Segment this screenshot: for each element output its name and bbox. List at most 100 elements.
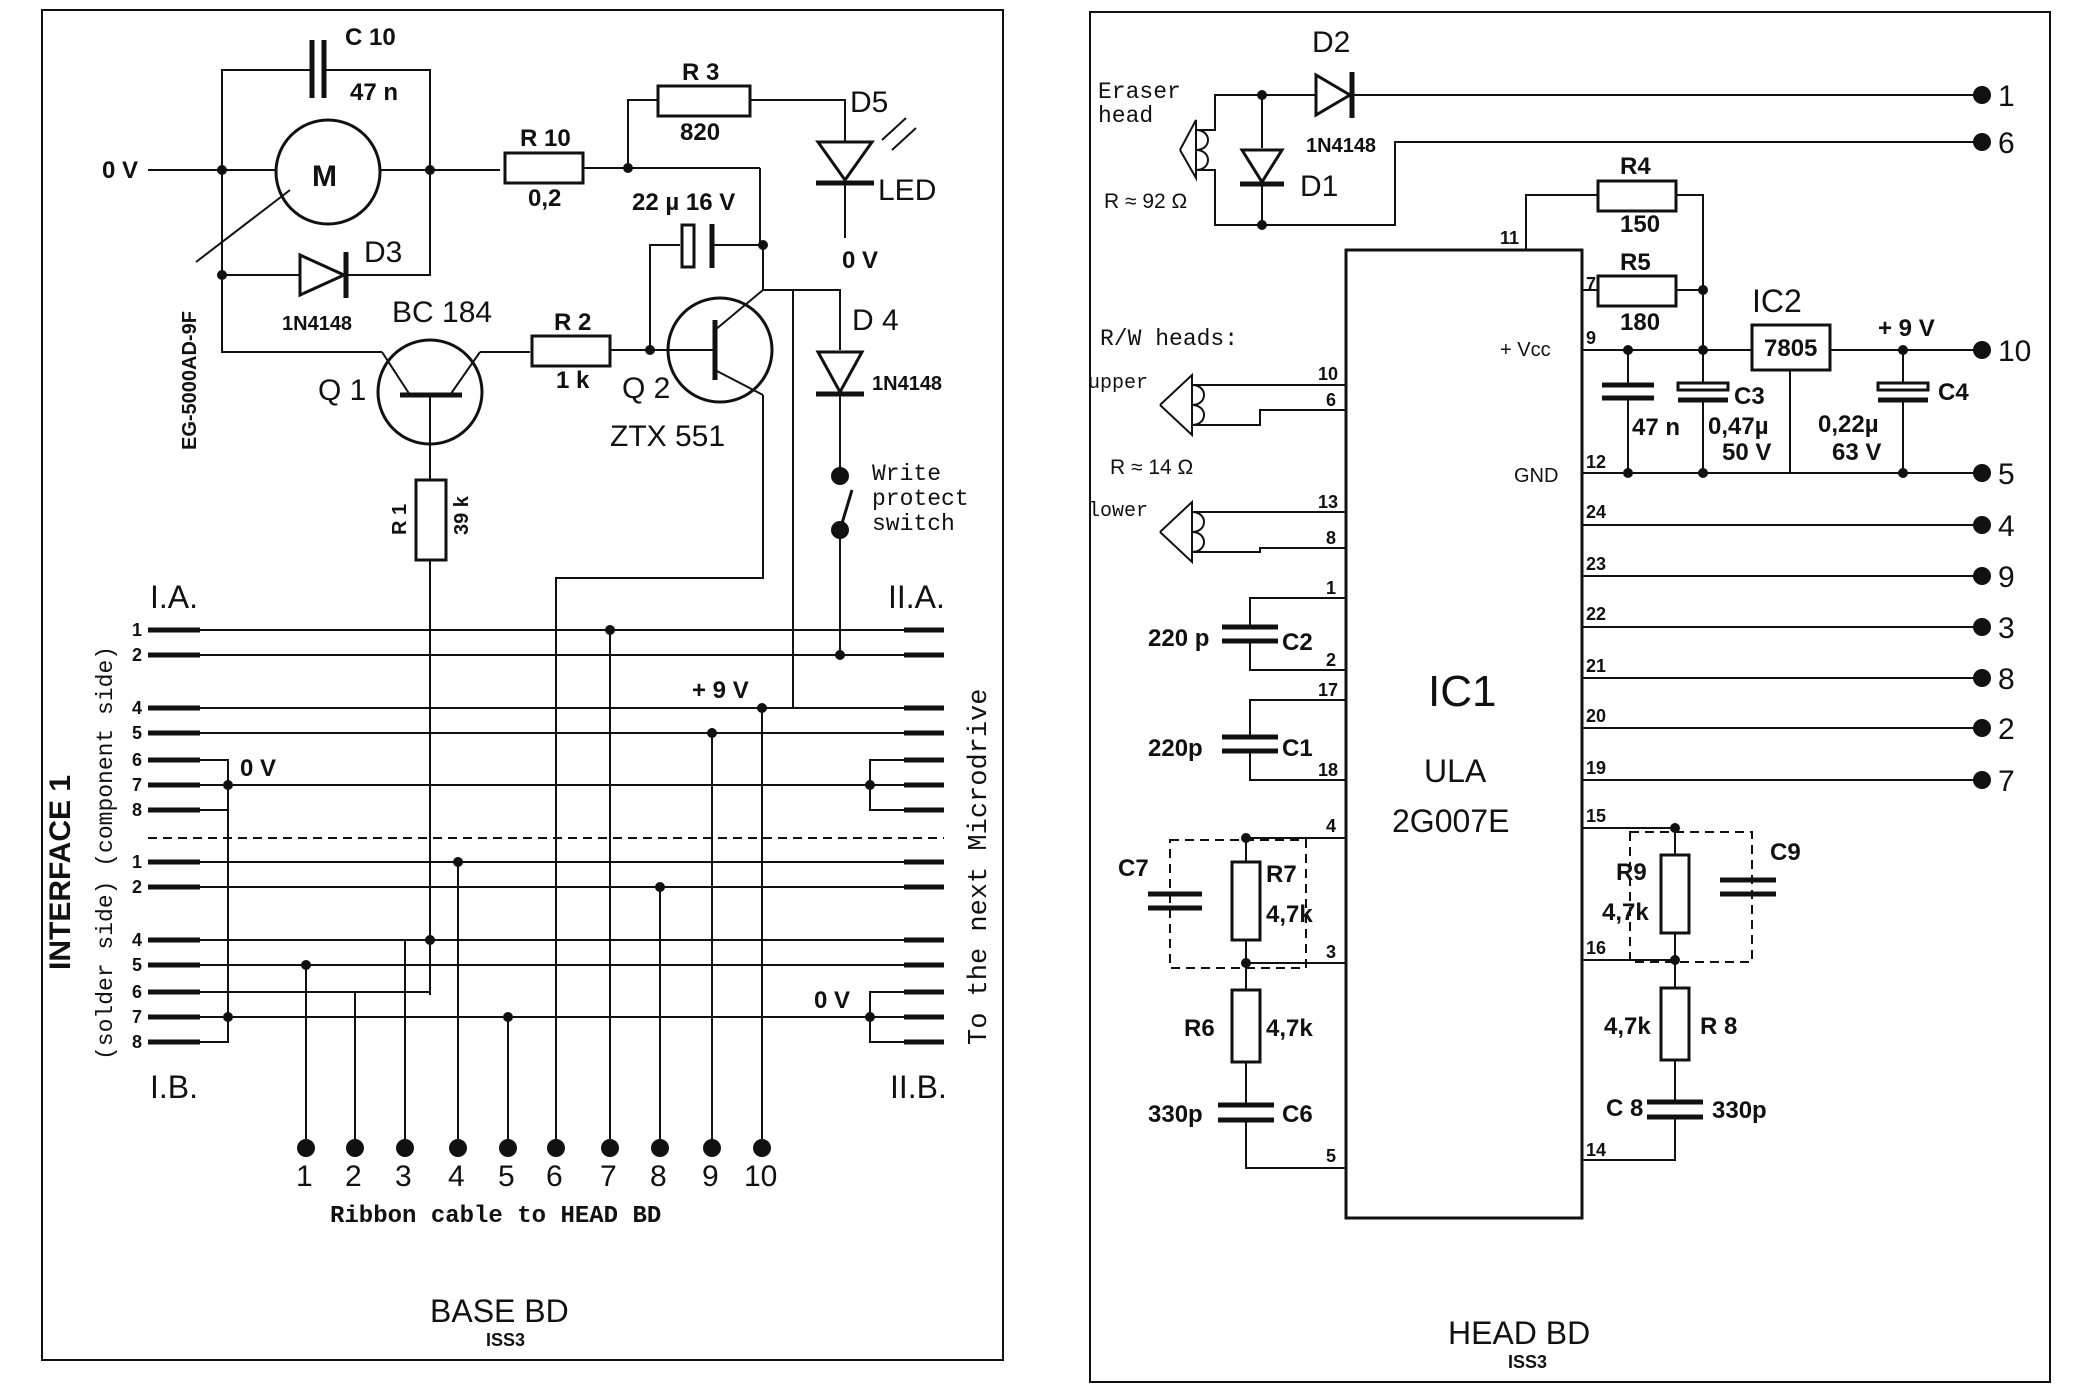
- ic1-pin-24: 24: [1586, 502, 1606, 522]
- terminal-10: 10: [1998, 335, 2031, 368]
- edge-pin-1-bottom: 1: [132, 852, 142, 872]
- ribbon-pin-1: 1: [296, 1160, 313, 1193]
- ic1-pin-9: 9: [1586, 328, 1596, 348]
- r4-value: 150: [1620, 211, 1660, 238]
- terminal-6: 6: [1998, 127, 2015, 160]
- d4-name: D 4: [852, 304, 899, 337]
- ribbon-pin-10: 10: [744, 1160, 777, 1193]
- c6-value: 330p: [1148, 1101, 1203, 1128]
- ic1-pin-8: 8: [1326, 528, 1336, 548]
- c8-name: C 8: [1606, 1095, 1643, 1122]
- ic1-pin-11: 11: [1500, 228, 1519, 248]
- c2-value: 220 p: [1148, 625, 1209, 652]
- ribbon-wires: [200, 578, 904, 1148]
- edge-pin-4-top: 4: [132, 698, 142, 718]
- resistor-r1: [414, 478, 448, 995]
- upper-head-label: upper: [1088, 372, 1148, 395]
- r7-value: 4,7k: [1266, 901, 1313, 928]
- c9-name: C9: [1770, 839, 1801, 866]
- rail-0v-connector: 0 V: [240, 755, 276, 782]
- d4-type: 1N4148: [872, 373, 942, 395]
- base-board-title: BASE BD: [430, 1293, 569, 1329]
- lower-head: [1159, 499, 1346, 565]
- q2-name: Q 2: [622, 372, 670, 405]
- ic1-pin-4: 4: [1326, 816, 1336, 836]
- resistor-r5: [1582, 274, 1703, 308]
- c1-name: C1: [1282, 735, 1313, 762]
- output-terminals: [1973, 86, 1991, 789]
- rail-0v-left: 0 V: [102, 157, 138, 184]
- r4-name: R4: [1620, 153, 1651, 180]
- terminal-9: 9: [1998, 561, 2015, 594]
- ic1-pin-17: 17: [1318, 680, 1338, 700]
- edge-pin-1-top: 1: [132, 620, 142, 640]
- ic1-pin-10: 10: [1318, 364, 1338, 384]
- c10-name: C 10: [345, 24, 396, 51]
- c4-name: C4: [1938, 379, 1969, 406]
- r10-name: R 10: [520, 125, 571, 152]
- ic2-name: IC2: [1752, 283, 1802, 319]
- ic1-pin-1: 1: [1326, 578, 1336, 598]
- edge-pin-2-top: 2: [132, 645, 142, 665]
- ic1-name: IC1: [1428, 667, 1496, 716]
- ribbon-pin-6: 6: [546, 1160, 563, 1193]
- edge-pin-8-top: 8: [132, 800, 142, 820]
- capacitor-c4: [1876, 350, 1930, 473]
- head-board-frame: [1089, 11, 2051, 1383]
- q1-type: BC 184: [392, 296, 492, 329]
- c6-name: C6: [1282, 1101, 1313, 1128]
- r5-value: 180: [1620, 309, 1660, 336]
- ic1-pin-13: 13: [1318, 492, 1338, 512]
- rail-9v-head: + 9 V: [1878, 315, 1935, 342]
- led-d5: [815, 117, 917, 238]
- terminal-8: 8: [1998, 663, 2015, 696]
- next-microdrive-label: To the next Microdrive: [965, 689, 995, 1045]
- interface-sides: (solder side) (component side): [93, 646, 119, 1060]
- edge-pin-6-top: 6: [132, 750, 142, 770]
- capacitor-c3: [1676, 350, 1730, 473]
- ic1-pin-15: 15: [1586, 806, 1606, 826]
- ribbon-terminals: [297, 1139, 771, 1157]
- r3-name: R 3: [682, 59, 719, 86]
- d5-name: D5: [850, 86, 888, 119]
- rail-9v-connector: + 9 V: [692, 677, 749, 704]
- edge-pin-5-top: 5: [132, 723, 142, 743]
- rw-resistance: R ≈ 14 Ω: [1110, 456, 1193, 479]
- ribbon-pin-4: 4: [448, 1160, 465, 1193]
- r3-value: 820: [680, 119, 720, 146]
- connector-iib-label: II.B.: [890, 1069, 947, 1105]
- q2-type: ZTX 551: [610, 420, 725, 453]
- ic1-pin-20: 20: [1586, 706, 1606, 726]
- ribbon-pin-3: 3: [395, 1160, 412, 1193]
- rw-heads-label: R/W heads:: [1100, 326, 1238, 352]
- c1-value: 220p: [1148, 735, 1203, 762]
- capacitor-c9: [1720, 877, 1776, 897]
- resistor-r10: [503, 151, 760, 185]
- edge-pin-5-bottom: 5: [132, 955, 142, 975]
- resistor-r3: [627, 84, 846, 168]
- ic2-type: 7805: [1764, 335, 1817, 362]
- d3-name: D3: [364, 236, 402, 269]
- transistor-q2: [555, 289, 794, 1148]
- terminal-4: 4: [1998, 510, 2015, 543]
- transistor-q1: [221, 275, 530, 480]
- resistor-r6: [1230, 963, 1262, 1103]
- r7-name: R7: [1266, 861, 1297, 888]
- eraser-label-2: head: [1098, 103, 1153, 129]
- edge-pin-4-bottom: 4: [132, 930, 142, 950]
- ic1-pin-19: 19: [1586, 758, 1606, 778]
- capacitor-47n: [1602, 350, 1654, 473]
- vcc-label: + Vcc: [1500, 339, 1551, 361]
- upper-head: [1159, 372, 1346, 438]
- terminal-7: 7: [1998, 765, 2015, 798]
- ic1-output-lines: [1582, 524, 1980, 781]
- capacitor-c2: [1222, 597, 1346, 671]
- ribbon-pin-8: 8: [650, 1160, 667, 1193]
- ic1-pin-21: 21: [1586, 656, 1606, 676]
- r8-value: 4,7k: [1604, 1013, 1651, 1040]
- head-board-issue: ISS3: [1508, 1352, 1547, 1372]
- terminal-1: 1: [1998, 80, 2015, 113]
- connector-ib-label: I.B.: [150, 1069, 198, 1105]
- edge-connector-bottom: [148, 810, 944, 1045]
